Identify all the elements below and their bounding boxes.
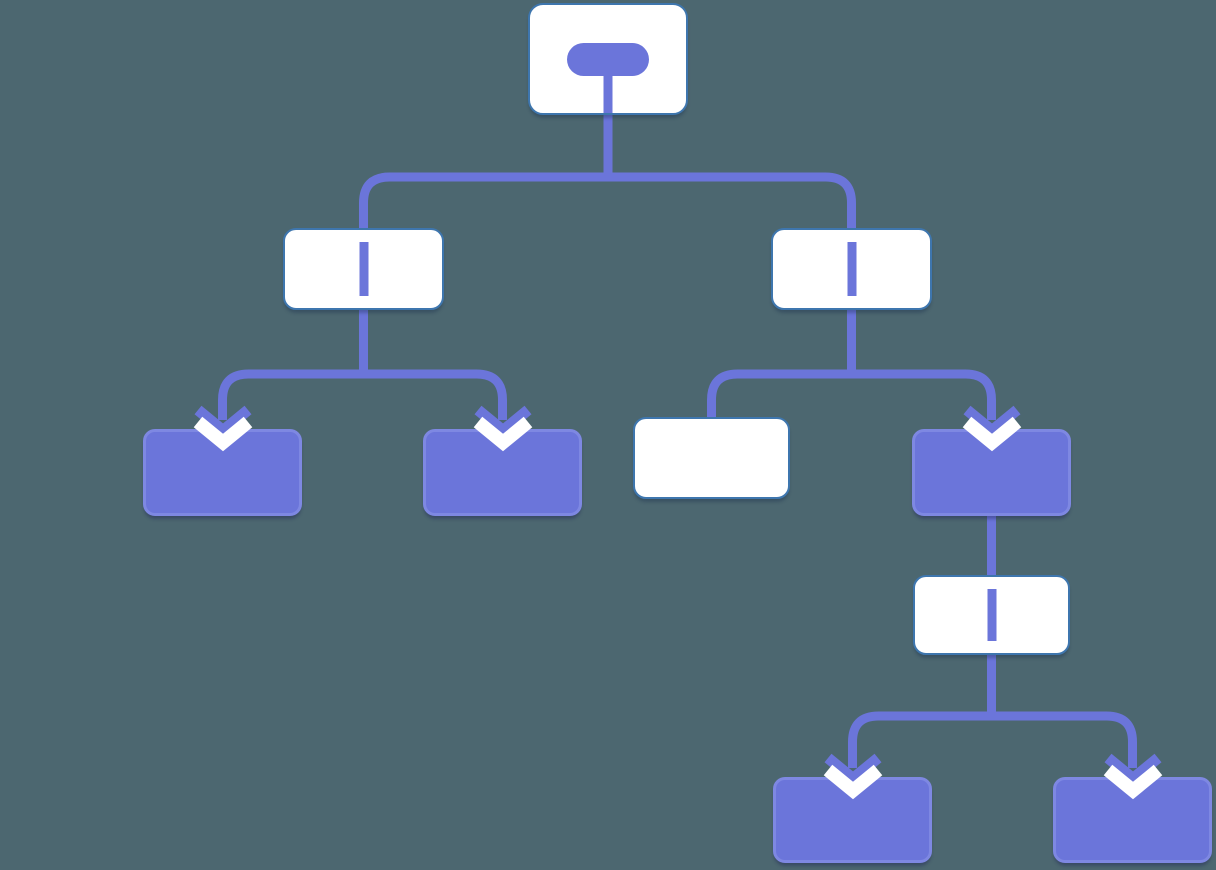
chevron-double-down-icon[interactable] [1103, 751, 1162, 800]
tree-node-leaf-g-collapsed[interactable] [1053, 753, 1212, 863]
chevron-double-down-icon[interactable] [962, 403, 1021, 452]
tree-node-d-collapsed[interactable] [912, 405, 1071, 516]
node-divider [987, 589, 996, 641]
node-divider [359, 242, 368, 296]
edge-branch-left-to-leaves [218, 369, 507, 420]
tree-node-leaf-f-collapsed[interactable] [773, 753, 932, 863]
chevron-double-down-icon[interactable] [193, 403, 252, 452]
edge-branch-right-to-children [707, 369, 996, 425]
tree-node-branch-right[interactable] [771, 228, 932, 310]
root-topic-pill [567, 43, 649, 76]
chevron-double-down-icon[interactable] [473, 403, 532, 452]
tree-node-leaf-b-collapsed[interactable] [423, 405, 582, 516]
root-pill-stem [603, 73, 613, 113]
tree-node-root[interactable] [528, 3, 688, 115]
edge-branch-bottom-to-leaves [848, 711, 1137, 768]
tree-node-leaf-c-empty[interactable] [633, 417, 790, 499]
tree-node-leaf-a-collapsed[interactable] [143, 405, 302, 516]
tree-node-branch-left[interactable] [283, 228, 444, 310]
node-divider [847, 242, 856, 296]
tree-node-branch-bottom[interactable] [913, 575, 1070, 655]
edge-root-to-branches [359, 172, 856, 232]
chevron-double-down-icon[interactable] [823, 751, 882, 800]
